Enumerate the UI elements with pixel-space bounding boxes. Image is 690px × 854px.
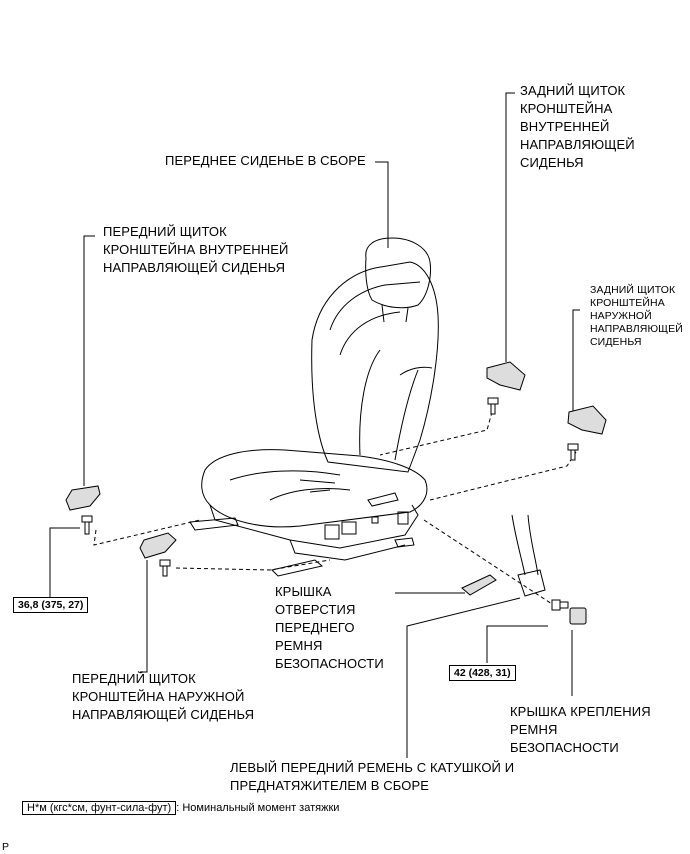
torque-legend: Н*м (кгс*см, фунт-сила-фут): Номинальный…	[22, 800, 339, 817]
leader-front-inner-cover	[83, 235, 95, 486]
bolt-belt	[551, 599, 569, 611]
seat-belt-anchor	[517, 569, 546, 597]
bolt-rear-outer	[567, 443, 579, 461]
leader-rear-outer-cover	[572, 309, 580, 412]
dash-front-inner	[93, 519, 201, 546]
label-rear-inner-cover: ЗАДНИЙ ЩИТОК КРОНШТЕЙНА ВНУТРЕННЕЙ НАПРА…	[520, 83, 635, 170]
label-seat-assembly: ПЕРЕДНЕЕ СИДЕНЬЕ В СБОРЕ	[165, 153, 366, 168]
seat-back-outline	[311, 261, 439, 473]
label-belt-assembly: ЛЕВЫЙ ПЕРЕДНИЙ РЕМЕНЬ С КАТУШКОЙ И ПРЕДН…	[230, 760, 515, 793]
leader-belt-assembly	[406, 597, 521, 758]
bolt-front-outer	[159, 559, 171, 577]
leader-torque-belt	[486, 625, 548, 663]
label-front-outer-cover: ПЕРЕДНИЙ ЩИТОК КРОНШТЕЙНА НАРУЖНОЙ НАПРА…	[72, 671, 255, 722]
label-front-inner-cover: ПЕРЕДНИЙ ЩИТОК КРОНШТЕЙНА ВНУТРЕННЕЙ НАП…	[103, 224, 289, 275]
bolt-rear-inner	[487, 397, 499, 415]
belt-hole-cover-part	[461, 574, 497, 596]
rear-inner-cover-part	[486, 361, 526, 391]
leader-rear-inner-cover	[505, 92, 515, 362]
corner-mark: P	[2, 841, 10, 853]
leader-front-outer-cover	[140, 560, 148, 673]
dash-belt	[423, 519, 553, 605]
legend-description: : Номинальный момент затяжки	[176, 802, 340, 814]
dash-front-outer	[175, 559, 331, 571]
seat-cushion-outline	[201, 449, 428, 528]
label-belt-anchor-cover: КРЫШКА КРЕПЛЕНИЯ РЕМНЯ БЕЗОПАСНОСТИ	[510, 704, 651, 755]
seat-rail-left	[189, 517, 239, 531]
leader-seat-assembly	[375, 161, 389, 248]
bolt-front-inner	[81, 515, 93, 535]
legend-unit-box: Н*м (кгс*см, фунт-сила-фут)	[22, 801, 177, 815]
rear-outer-cover-part	[567, 405, 607, 435]
torque-belt-bolt: 42 (428, 31)	[449, 665, 516, 681]
torque-seat-bolt: 36,8 (375, 27)	[13, 597, 89, 613]
belt-anchor-cover-part	[569, 607, 587, 625]
seat-rail-right	[271, 559, 324, 577]
leader-torque-seat	[49, 527, 80, 598]
headrest-outline	[365, 237, 431, 309]
seat-base	[209, 504, 419, 549]
label-belt-hole-cover: КРЫШКА ОТВЕРСТИЯ ПЕРЕДНЕГО РЕМНЯ БЕЗОПАС…	[275, 584, 384, 671]
label-rear-outer-cover: ЗАДНИЙ ЩИТОК КРОНШТЕЙНА НАРУЖНОЙ НАПРАВЛ…	[590, 284, 683, 348]
front-inner-cover-part	[65, 485, 101, 511]
dash-rear-outer	[429, 451, 577, 501]
seat-belt-strap	[511, 514, 539, 576]
front-outer-cover-part	[139, 532, 177, 559]
